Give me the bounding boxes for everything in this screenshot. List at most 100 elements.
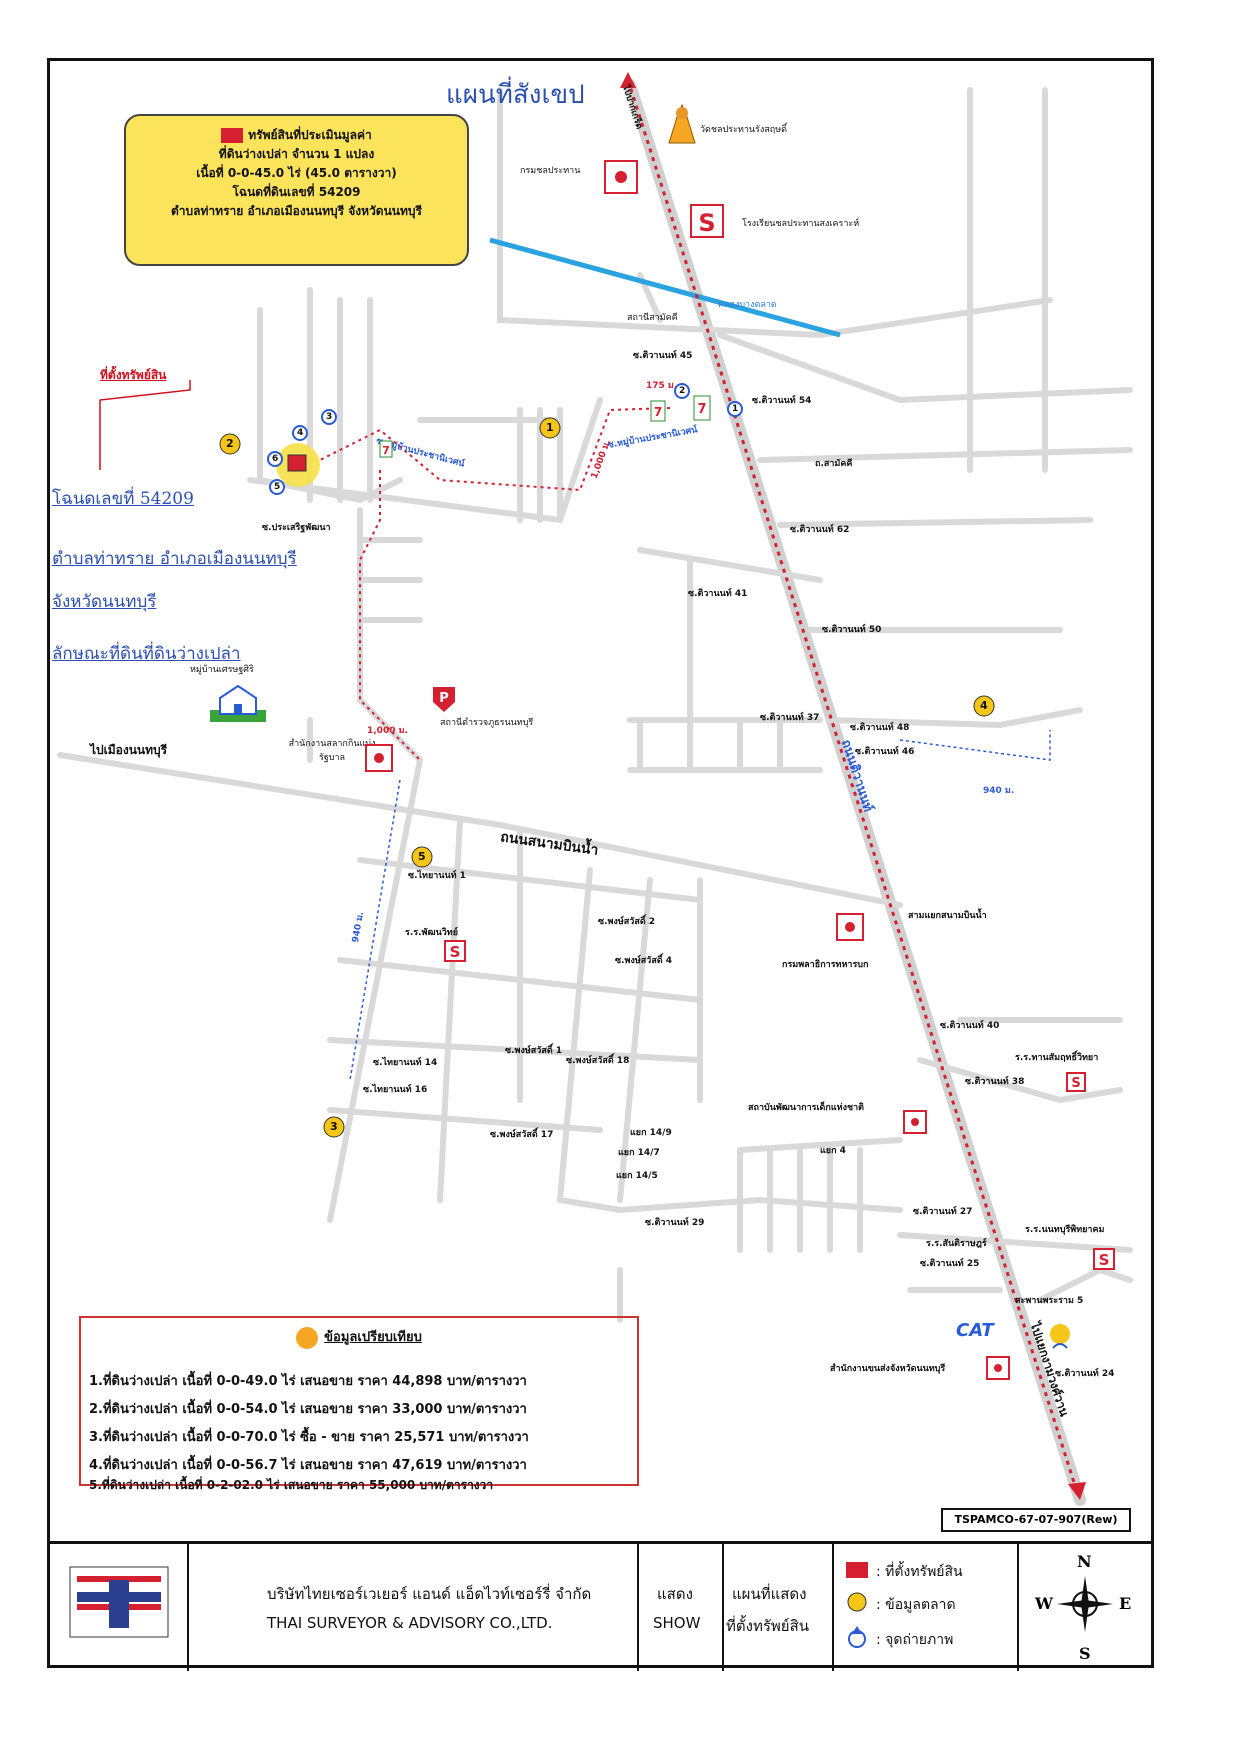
comparison-item-2: 2.ที่ดินว่างเปล่า เนื้อที่ 0-0-54.0 ไร่ … (89, 1402, 527, 1417)
label-wat: วัดชลประทานรังสฤษดิ์ (700, 125, 787, 135)
label-yaek14-7: แยก 14/7 (618, 1148, 660, 1158)
label-soi46: ซ.ติวานนท์ 46 (855, 747, 915, 757)
title-line2: ที่ดินว่างเปล่า จำนวน 1 แปลง (218, 147, 375, 161)
company-logo (69, 1566, 169, 1638)
label-soi45: ซ.ติวานนท์ 45 (633, 351, 693, 361)
photo-point-3[interactable] (320, 408, 338, 426)
photo-point-5[interactable] (268, 478, 286, 496)
label-school-nonth: ร.ร.นนทบุรีพิทยาคม (1025, 1225, 1105, 1235)
show-en: SHOW (653, 1614, 701, 1632)
handwritten-line4: ลักษณะที่ดินที่ดินว่างเปล่า (52, 644, 241, 664)
svg-text:7: 7 (382, 444, 390, 457)
government-icon-4 (903, 1110, 927, 1134)
label-irrigation: กรมชลประทาน (520, 166, 581, 176)
footer-compass-cell: N S W E (1017, 1544, 1154, 1671)
label-rama5: สะพานพระราม 5 (1015, 1296, 1084, 1306)
compass-e: E (1119, 1594, 1132, 1613)
handwritten-line3: จังหวัดนนทบุรี (52, 592, 157, 612)
label-dist1000: 1,000 ม. (367, 726, 408, 736)
label-soi29: ซ.ติวานนท์ 29 (645, 1218, 705, 1228)
title-line4: โฉนดที่ดินเลขที่ 54209 (232, 185, 361, 199)
legend-market-dot (847, 1592, 867, 1612)
subject-square (287, 454, 307, 472)
label-junction: สามแยกสนามบินน้ำ (908, 911, 987, 921)
market-marker-5-label: 5 (418, 850, 426, 863)
label-soi37: ซ.ติวานนท์ 37 (760, 713, 820, 723)
comparison-item-4: 4.ที่ดินว่างเปล่า เนื้อที่ 0-0-56.7 ไร่ … (89, 1458, 527, 1473)
arrow-north (620, 72, 636, 88)
legend-subject-square (846, 1562, 868, 1578)
canal-line (489, 237, 841, 338)
label-canal: คลองบางตลาด (718, 300, 777, 310)
comparison-item-3: 3.ที่ดินว่างเปล่า เนื้อที่ 0-0-70.0 ไร่ … (89, 1430, 529, 1445)
store-icon: 7 (693, 395, 711, 421)
label-cat: CAT (956, 1320, 994, 1341)
svg-text:7: 7 (697, 402, 706, 417)
pointer-line (99, 380, 191, 470)
company-name-th: บริษัทไทยเซอร์เวเยอร์ แอนด์ แอ็ดไวท์เซอร… (267, 1585, 592, 1603)
market-legend-dot (296, 1326, 319, 1349)
label-institute: สถาบันพัฒนาการเด็กแห่งชาติ (748, 1103, 864, 1113)
label-village-resort: หมู่บ้านเศรษฐศิริ (190, 665, 254, 675)
footer-map-cell: แผนที่แสดง ที่ตั้งทรัพย์สิน (722, 1544, 834, 1671)
compass-rose-icon (1057, 1576, 1113, 1632)
label-soi-pong17: ซ.พงษ์สวัสดิ์ 17 (490, 1130, 554, 1140)
photo-point-5-label: 5 (274, 482, 281, 492)
route-subject (319, 407, 671, 492)
label-soi-thai1: ซ.ไทยานนท์ 1 (408, 871, 466, 881)
market-marker-1[interactable] (538, 416, 562, 440)
footer-legend-cell: : ที่ตั้งทรัพย์สิน : ข้อมูลตลาด : จุดถ่า… (832, 1544, 1019, 1671)
footer: บริษัทไทยเซอร์เวเยอร์ แอนด์ แอ็ดไวท์เซอร… (47, 1541, 1154, 1671)
compass-w: W (1035, 1594, 1053, 1613)
label-soi38: ซ.ติวานนท์ 38 (965, 1077, 1025, 1087)
market-marker-3[interactable] (322, 1115, 346, 1139)
label-post-office: สำนักงานขนส่งจังหวัดนนทบุรี (830, 1364, 946, 1374)
handwritten-line2: ตำบลท่าทราย อำเภอเมืองนนทบุรี (52, 549, 297, 569)
comparison-box: ข้อมูลเปรียบเทียบ 1.ที่ดินว่างเปล่า เนื้… (79, 1316, 639, 1492)
label-soi27: ซ.ติวานนท์ 27 (913, 1207, 973, 1217)
svg-text:S: S (698, 209, 715, 237)
market-marker-2-label: 2 (226, 437, 234, 450)
store-icon-3: 7 (379, 440, 393, 458)
title-line5: ตำบลท่าทราย อำเภอเมืองนนทบุรี จังหวัดนนท… (171, 204, 422, 218)
label-to-nonthaburi: ไปเมืองนนทบุรี (90, 743, 168, 757)
svg-text:P: P (439, 691, 449, 706)
label-soi54: ซ.ติวานนท์ 54 (752, 396, 812, 406)
comparison-header: ข้อมูลเปรียบเทียบ (324, 1330, 422, 1345)
label-school-phanit: ร.ร.พัฒนวิทย์ (405, 928, 458, 938)
label-ordnance: กรมพลาธิการทหารบก (782, 960, 869, 970)
label-yaek14-9: แยก 14/9 (630, 1128, 672, 1138)
label-soi-pong2: ซ.พงษ์สวัสดิ์ 2 (598, 917, 656, 927)
legend-photo-text: : จุดถ่ายภาพ (876, 1632, 954, 1648)
market-marker-5[interactable] (410, 845, 434, 869)
photo-point-2[interactable] (673, 382, 691, 400)
legend-market-text: : ข้อมูลตลาด (876, 1597, 956, 1613)
label-school-santi: ร.ร.สันติราษฎร์ (926, 1239, 987, 1249)
svg-text:7: 7 (654, 405, 662, 419)
photo-point-1[interactable] (726, 400, 744, 418)
school-icon-3: S (1066, 1072, 1086, 1092)
photo-point-4[interactable] (291, 424, 309, 442)
school-icon-2: S (444, 940, 466, 962)
svg-text:S: S (1099, 1251, 1110, 1269)
label-yaek4: แยก 4 (820, 1146, 846, 1156)
route-blue1 (349, 779, 401, 1081)
photo-point-6[interactable] (266, 450, 284, 468)
market-marker-4[interactable] (972, 694, 996, 718)
svg-text:S: S (1071, 1076, 1080, 1091)
label-soi48: ซ.ติวานนท์ 48 (850, 723, 910, 733)
comparison-item-1: 1.ที่ดินว่างเปล่า เนื้อที่ 0-0-49.0 ไร่ … (89, 1374, 527, 1389)
bridge-emblem-icon (1050, 1324, 1070, 1349)
market-marker-2[interactable] (218, 432, 242, 456)
legend-photo-icon (848, 1626, 866, 1648)
show-th: แสดง (657, 1585, 693, 1603)
photo-point-2-label: 2 (679, 386, 686, 396)
photo-point-1-label: 1 (732, 404, 739, 414)
market-marker-4-label: 4 (980, 699, 988, 712)
svg-text:S: S (450, 943, 461, 961)
label-dist940b: 940 ม. (983, 786, 1015, 796)
village-icon (210, 684, 266, 722)
label-school-chon: โรงเรียนชลประทานสงเคราะห์ (742, 219, 860, 229)
title-line1: ทรัพย์สินที่ประเมินมูลค่า (248, 128, 372, 142)
government-icon (604, 160, 638, 194)
